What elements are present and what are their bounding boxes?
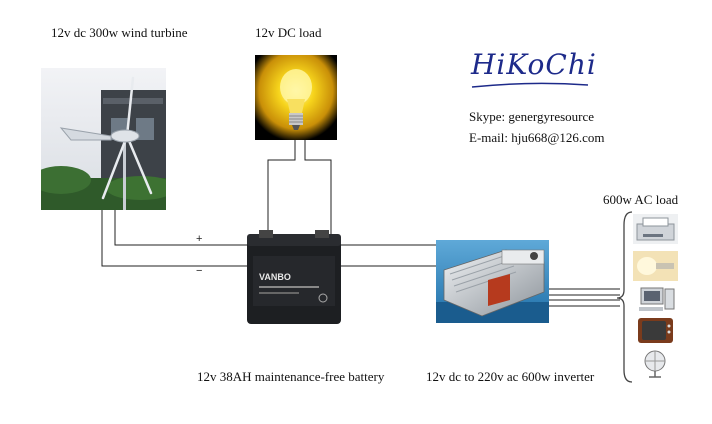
skype-contact: Skype: genergyresource — [469, 109, 595, 124]
ac-load-label: 600w AC load — [603, 192, 679, 207]
inverter-label: 12v dc to 220v ac 600w inverter — [426, 369, 595, 384]
wind-turbine-label: 12v dc 300w wind turbine — [51, 25, 188, 40]
inverter-icon — [436, 240, 549, 323]
light-bulb-icon — [255, 55, 337, 140]
computer-icon — [633, 285, 678, 315]
brand-logo: HiKoChi — [471, 48, 597, 81]
dc-load-label: 12v DC load — [255, 25, 322, 40]
ac-load-brace — [616, 211, 633, 383]
wind-turbine-icon — [41, 68, 166, 210]
fan-icon — [633, 349, 678, 379]
lamp-icon — [633, 251, 678, 281]
battery-icon: VANBO — [245, 228, 343, 326]
brand-swoosh — [471, 82, 589, 88]
dc-load-wire-right — [304, 140, 332, 240]
positive-sign: + — [196, 233, 203, 245]
negative-sign: − — [196, 265, 203, 277]
printer-icon — [633, 214, 678, 244]
television-icon — [633, 316, 678, 346]
battery-brand: VANBO — [259, 272, 291, 282]
email-contact: E-mail: hju668@126.com — [469, 130, 605, 145]
battery-label: 12v 38AH maintenance-free battery — [197, 369, 385, 384]
dc-load-wire-left — [267, 140, 296, 240]
